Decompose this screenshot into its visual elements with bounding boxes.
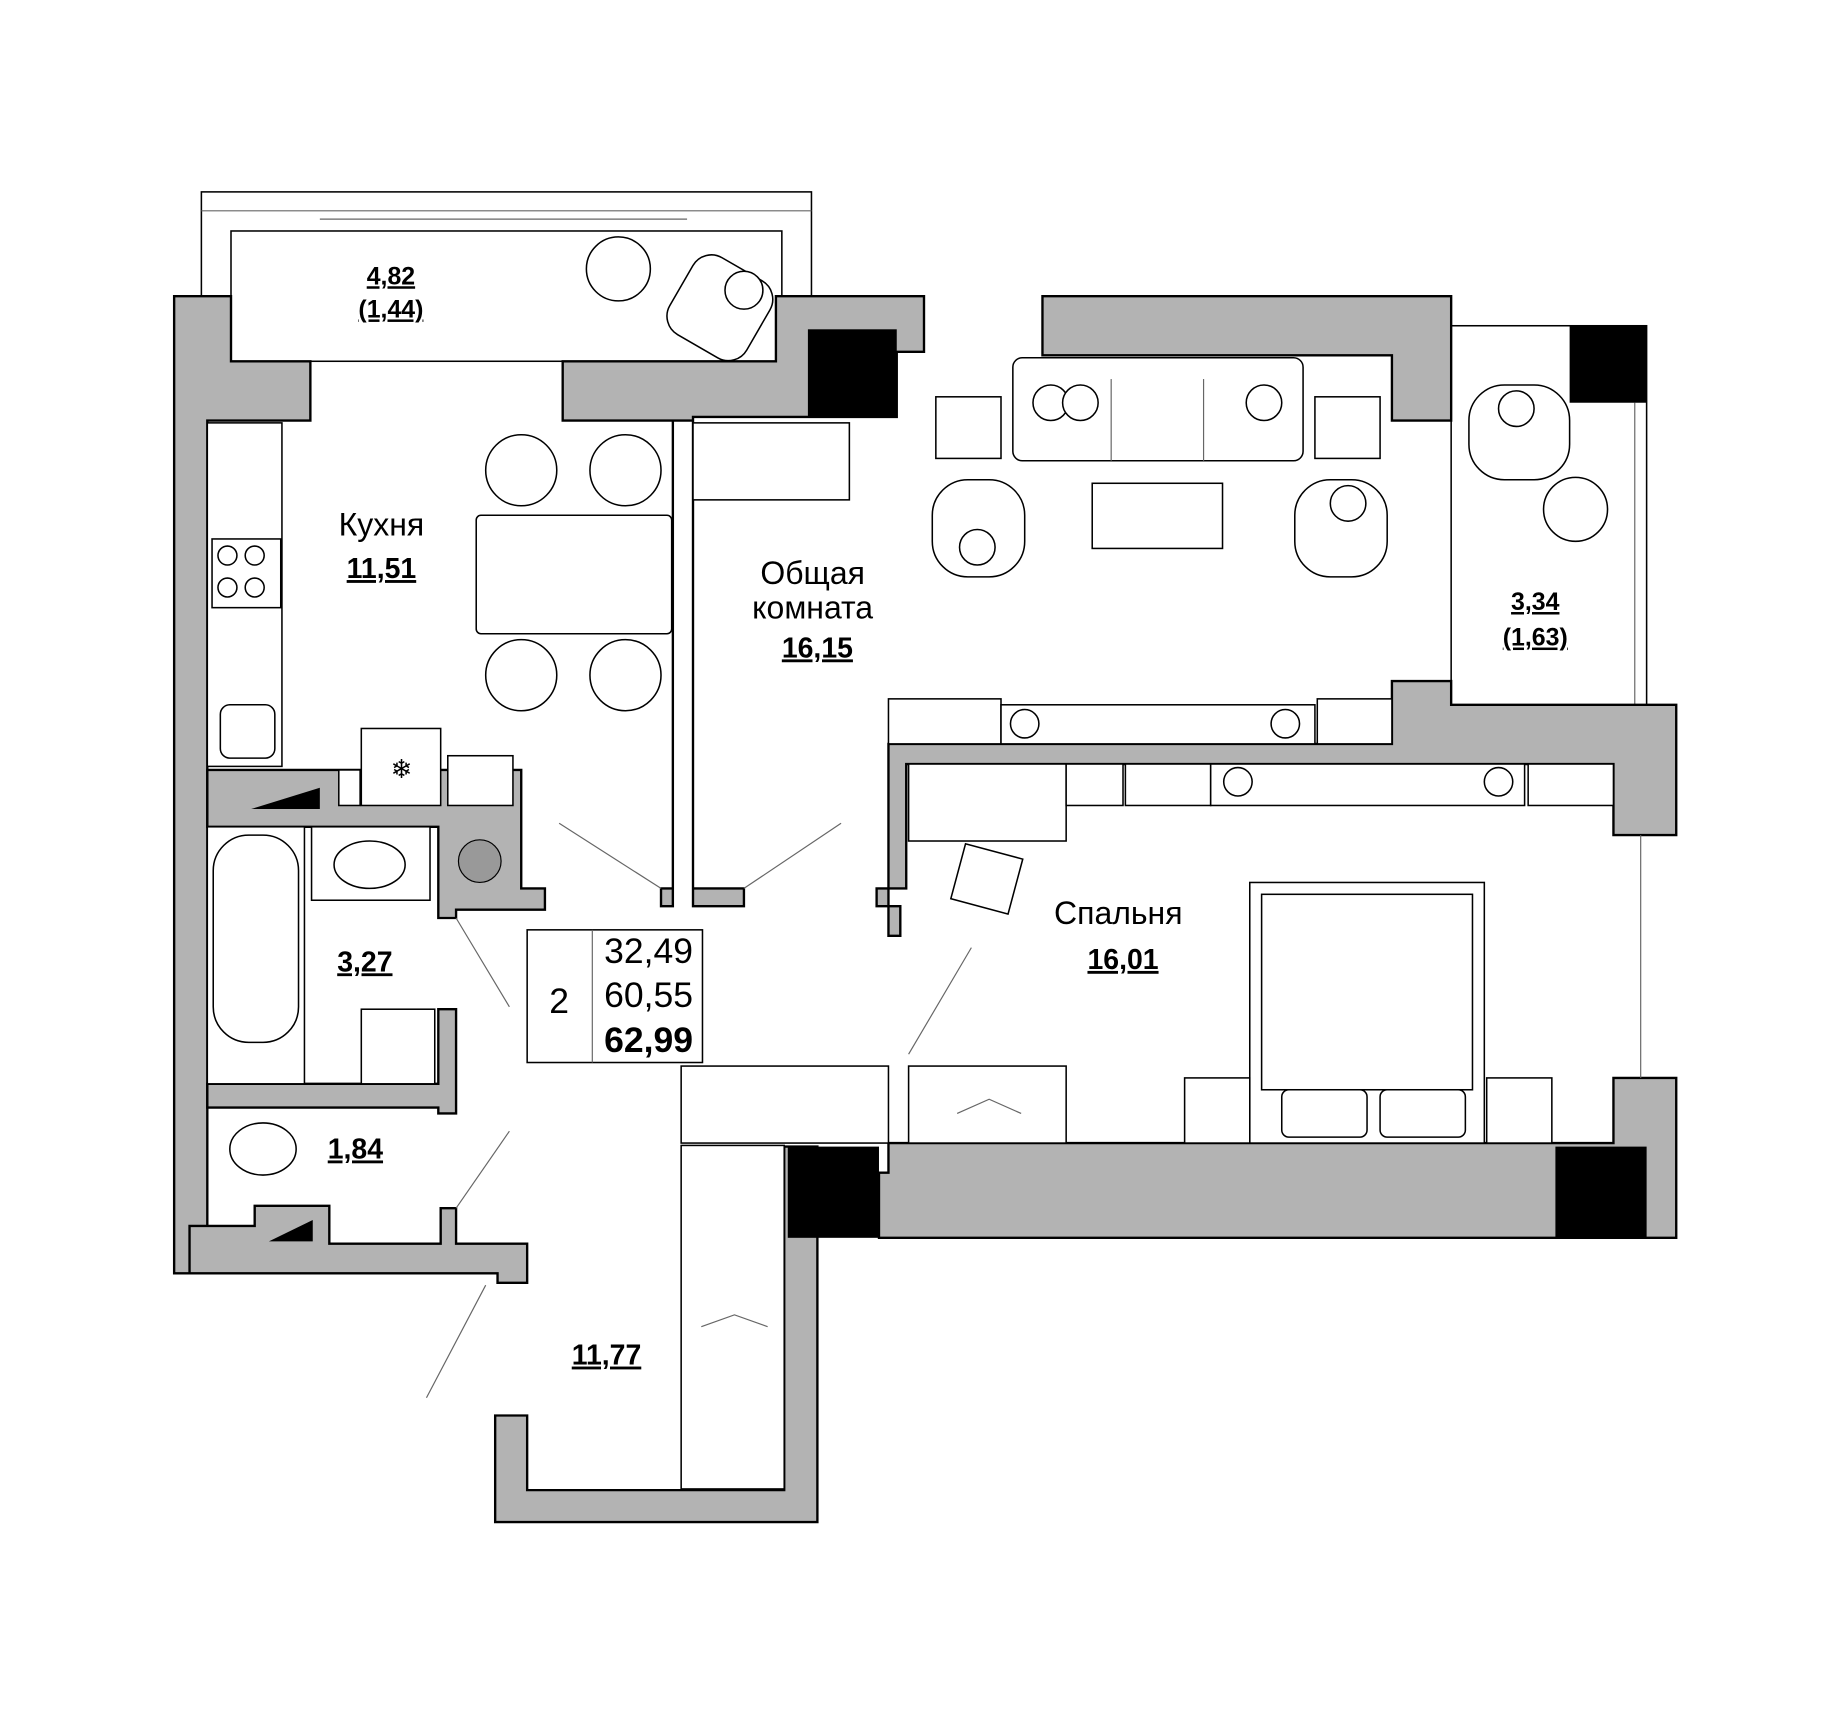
toilet-area: 1,84 [328, 1133, 383, 1165]
bedroom-furniture [907, 763, 1642, 1144]
bathroom-area: 3,27 [337, 946, 392, 978]
doors [425, 822, 972, 1399]
rooms-count: 2 [549, 981, 569, 1021]
balcony-right [1450, 324, 1648, 706]
fixtures [206, 826, 1022, 1490]
total-area: 60,55 [604, 975, 693, 1015]
apartment-summary: 2 32,49 60,55 62,99 [526, 929, 704, 1064]
balcony-right-area: 3,34 [1511, 588, 1560, 616]
living-area: 32,49 [604, 931, 693, 971]
kitchen-name: Кухня [339, 506, 425, 542]
bedroom-area: 16,01 [1087, 944, 1158, 976]
svg-text:❄: ❄ [391, 754, 413, 784]
total-with-balconies: 62,99 [604, 1020, 693, 1060]
living-furniture [692, 356, 1393, 745]
living-area: 16,15 [782, 632, 853, 664]
living-name-2: комната [752, 589, 873, 625]
balcony-top [200, 191, 813, 363]
kitchen-area: 11,51 [347, 553, 417, 585]
room-labels: 4,82 (1,44) Кухня 11,51 Общая комната 16… [328, 262, 1568, 1371]
balcony-top-reduced: (1,44) [358, 295, 423, 323]
balcony-right-reduced: (1,63) [1503, 624, 1568, 652]
balcony-top-area: 4,82 [367, 262, 415, 290]
hallway-area: 11,77 [572, 1340, 642, 1372]
bedroom-name: Спальня [1054, 895, 1182, 931]
living-name-1: Общая [760, 555, 865, 591]
kitchen-furniture: ❄ [206, 422, 673, 807]
